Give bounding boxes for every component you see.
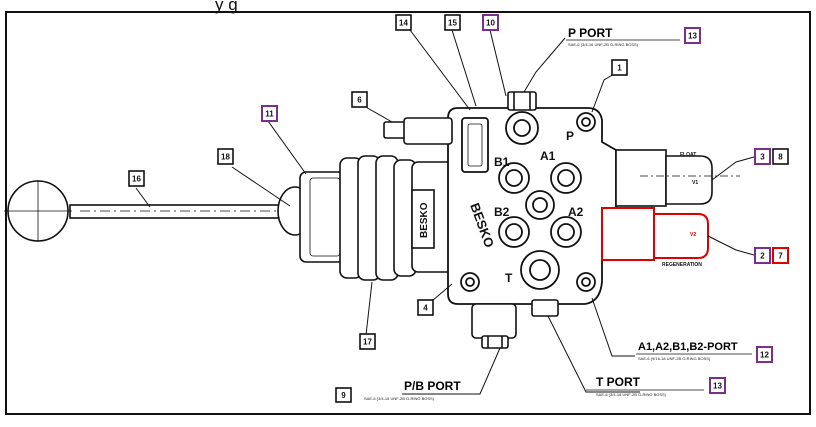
drawing-border [5,11,811,415]
callout-pb-port: P/B PORT SAE-6 (3/4-16 UNF-2B O-RING BOS… [364,379,461,401]
callout-7: 7 [778,252,783,261]
callout-16: 16 [132,175,141,184]
balloons-purple [261,14,773,394]
callout-11: 11 [265,110,274,119]
mark-t: T [505,271,513,285]
balloon-numbers: 16 18 11 6 14 15 10 13 1 3 8 2 7 4 17 9 … [132,19,783,401]
valve-body [447,107,617,305]
callout-9: 9 [341,391,346,400]
t-fitting-bottom [531,299,559,317]
balloons-red [772,247,789,264]
spool-float-label: FLOAT [680,152,696,158]
p-port-spec: SAE-6 (3/4-16 UNF-2B O-RING BOSS) [568,42,639,47]
mark-b2: B2 [494,205,510,219]
pressure-fitting-top [507,91,537,111]
callout-10: 10 [486,19,495,28]
boot-brand-text: BESKO [419,202,430,238]
callout-1: 1 [617,64,622,73]
spool-float [615,149,740,207]
callout-17: 17 [363,338,372,347]
work-ports-title: A1,A2,B1,B2-PORT [638,341,738,353]
mark-p: P [566,129,574,143]
mark-b1: B1 [494,155,510,169]
spool-v1-label: V1 [692,180,698,186]
callout-18: 18 [221,153,230,162]
callout-13: 13 [713,382,722,391]
mark-a1: A1 [540,149,556,163]
callout-4: 4 [423,304,428,313]
t-port-title: T PORT [596,375,641,389]
callout-t-port: T PORT SAE-6 (3/4-16 UNF-2B O-RING BOSS) [586,375,704,397]
boot-bellows: BESKO [299,155,461,281]
callout-8: 8 [778,153,783,162]
callout-15: 15 [448,19,457,28]
pb-port-title: P/B PORT [404,379,461,393]
callout-p-port: P PORT SAE-6 (3/4-16 UNF-2B O-RING BOSS) [566,26,680,47]
side-fitting-left [383,117,453,145]
pb-port-spec: SAE-6 (3/4-16 UNF-2B O-RING BOSS) [364,396,435,401]
header-text: y g [215,0,238,14]
p-port-title: P PORT [568,26,613,40]
balloons-black [128,14,789,403]
callout-6: 6 [357,96,362,105]
mark-a2: A2 [568,205,584,219]
callout-work-ports: A1,A2,B1,B2-PORT SAE-6 (9/16-18 UNF-2B O… [636,341,752,361]
spool-regeneration-label: REGENERATION [662,262,702,268]
callout-3: 3 [760,153,765,162]
callout-14: 14 [399,19,408,28]
callout-2: 2 [760,252,765,261]
t-port-spec: SAE-6 (3/4-16 UNF-2B O-RING BOSS) [596,392,667,397]
callout-5: 13 [688,32,697,41]
callout-12: 12 [760,351,769,360]
pb-fitting-bottom [471,303,517,349]
work-ports-spec: SAE-6 (9/16-18 UNF-2B O-RING BOSS) [638,356,711,361]
spool-v2-label: V2 [690,232,696,238]
spool-regeneration [601,207,709,261]
